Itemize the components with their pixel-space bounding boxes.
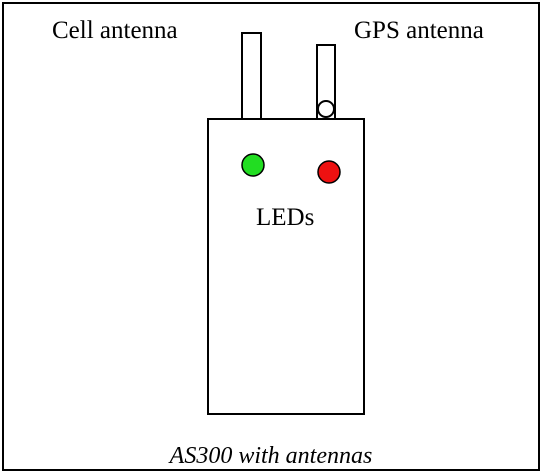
red-led [317, 160, 341, 184]
gps-antenna-joint [317, 100, 335, 118]
diagram-caption: AS300 with antennas [168, 443, 373, 469]
cell-antenna-label: Cell antenna [52, 17, 178, 44]
green-led [241, 153, 265, 177]
device-body [207, 118, 365, 415]
gps-antenna-label: GPS antenna [354, 17, 484, 44]
cell-antenna [241, 32, 262, 121]
leds-label: LEDs [256, 204, 314, 231]
